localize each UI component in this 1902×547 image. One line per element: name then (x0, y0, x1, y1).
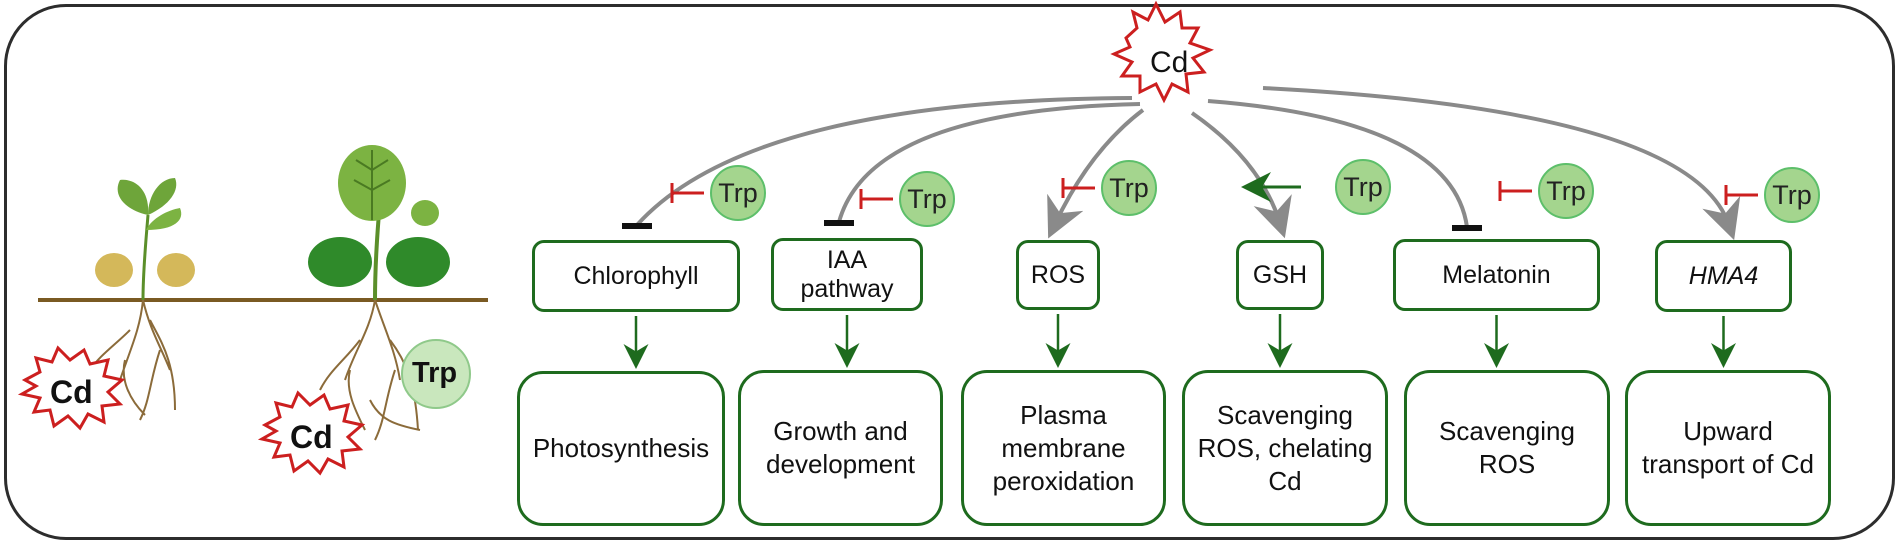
outcome-box: Scavenging ROS, chelating Cd (1182, 370, 1388, 526)
target-box: Chlorophyll (532, 240, 740, 312)
target-box: IAA pathway (771, 238, 923, 311)
target-box: Melatonin (1393, 239, 1600, 311)
target-box: ROS (1016, 240, 1100, 310)
trp-circle: Trp (899, 171, 955, 227)
green-cotyledon (386, 237, 450, 287)
trp-circle: Trp (1764, 167, 1820, 223)
leaf (117, 179, 149, 215)
green-cotyledon (308, 237, 372, 287)
target-box: GSH (1236, 240, 1324, 310)
cd-label-top: Cd (1150, 46, 1189, 79)
yellow-cotyledon (95, 253, 133, 287)
cd-label-right: Cd (290, 419, 333, 455)
trp-label-illustration: Trp (412, 357, 458, 389)
outcome-box: Photosynthesis (517, 371, 725, 526)
cd-effect-curve (1207, 99, 1469, 228)
outcome-box: Upward transport of Cd (1625, 370, 1831, 526)
stressed-plant (89, 178, 195, 421)
cd-effect-curve (1190, 111, 1292, 239)
outcome-box: Plasma membrane peroxidation (961, 370, 1166, 526)
cd-starburst-right (257, 390, 366, 476)
outcome-box: Scavenging ROS (1404, 370, 1610, 526)
cd-effect-curve (837, 102, 1141, 223)
plant-illustration (17, 145, 488, 476)
cd-starburst-top (1110, 0, 1214, 104)
pathway-connectors (622, 86, 1758, 369)
cd-effect-curve (1047, 108, 1145, 239)
trp-circle: Trp (1101, 160, 1157, 216)
yellow-cotyledon (157, 253, 195, 287)
trp-circle: Trp (1335, 159, 1391, 215)
cd-effect-curve (1262, 86, 1741, 241)
trp-circle-illustration (401, 339, 471, 409)
trp-circle: Trp (1538, 163, 1594, 219)
trp-circle: Trp (710, 165, 766, 221)
outcome-box: Growth and development (738, 370, 943, 526)
treated-plant (308, 145, 450, 441)
figure-frame (4, 4, 1895, 540)
target-box: HMA4 (1655, 240, 1792, 312)
cd-label-left: Cd (50, 374, 93, 410)
cd-starburst-left (17, 345, 126, 431)
